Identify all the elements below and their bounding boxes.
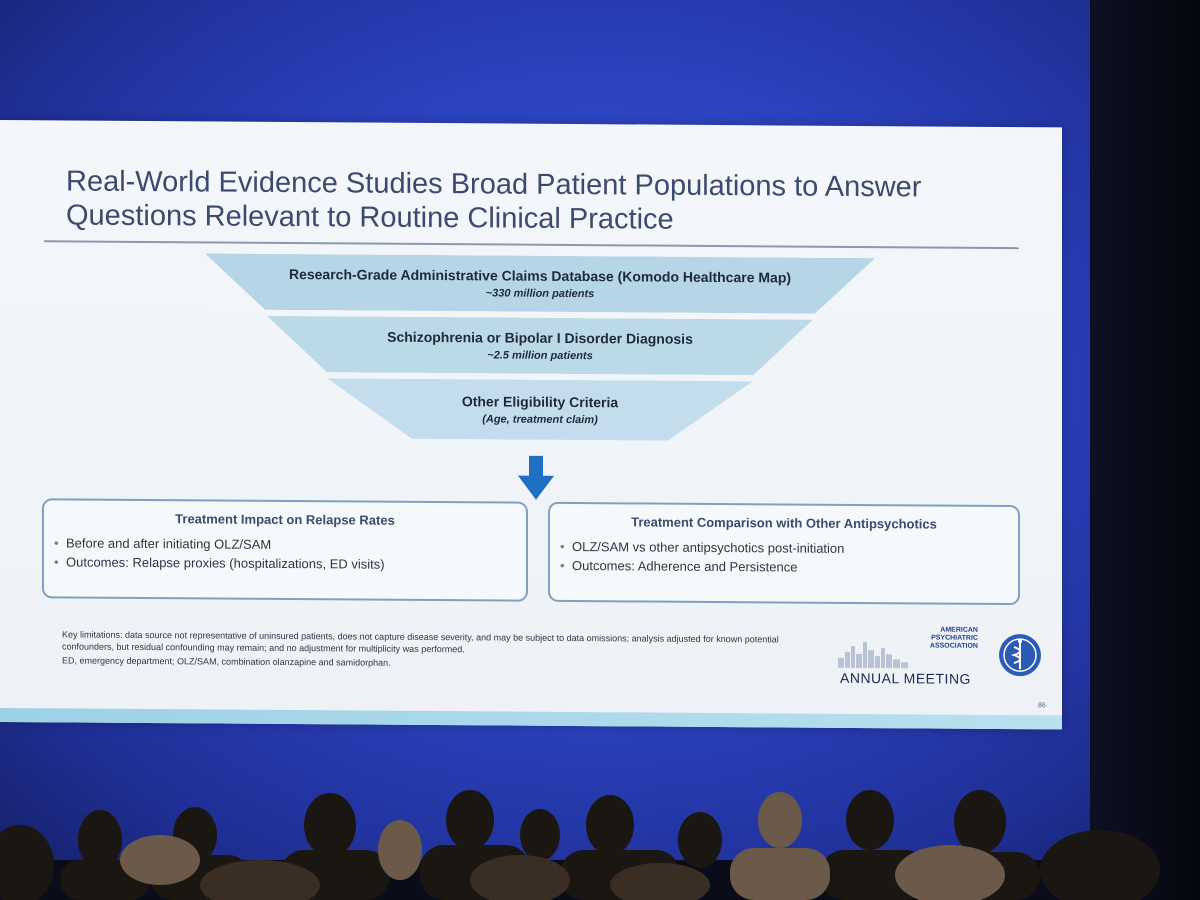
audience-silhouettes: [0, 790, 1160, 900]
funnel-tier-database: Research-Grade Administrative Claims Dat…: [205, 253, 875, 314]
page-number: 86: [1038, 702, 1046, 710]
funnel-tier-count: ~330 million patients: [485, 287, 595, 301]
city-skyline-icon: [838, 642, 908, 669]
annual-meeting-text: ANNUAL MEETING: [840, 669, 971, 687]
down-arrow-icon: [518, 455, 554, 500]
funnel-tier-count: ~2.5 million patients: [487, 349, 593, 363]
slide-footnote: Key limitations: data source not represe…: [62, 628, 792, 673]
presentation-slide: Real-World Evidence Studies Broad Patien…: [0, 120, 1062, 730]
funnel-tier-label: Schizophrenia or Bipolar I Disorder Diag…: [387, 328, 693, 347]
stage-dark-area: [1090, 0, 1200, 900]
patient-funnel: Research-Grade Administrative Claims Dat…: [205, 253, 875, 448]
relapse-rates-box: Treatment Impact on Relapse Rates •Befor…: [42, 498, 528, 602]
list-item: •Outcomes: Adherence and Persistence: [560, 557, 798, 575]
box-heading: Treatment Impact on Relapse Rates: [175, 511, 395, 528]
slide-title: Real-World Evidence Studies Broad Patien…: [66, 165, 922, 236]
funnel-tier-label: Other Eligibility Criteria: [461, 393, 619, 411]
box-bullet-list: •Before and after initiating OLZ/SAM •Ou…: [44, 533, 526, 574]
antipsychotics-comparison-box: Treatment Comparison with Other Antipsyc…: [548, 501, 1020, 606]
abbreviations: ED, emergency department; OLZ/SAM, combi…: [62, 655, 391, 668]
apa-org-name: AMERICAN PSYCHIATRIC ASSOCIATION: [929, 626, 978, 650]
funnel-tier-diagnosis: Schizophrenia or Bipolar I Disorder Diag…: [267, 316, 813, 376]
apa-emblem-icon: [999, 634, 1041, 677]
key-limitations: Key limitations: data source not represe…: [62, 629, 779, 655]
funnel-tier-label: Research-Grade Administrative Claims Dat…: [288, 266, 792, 286]
list-item: •Outcomes: Relapse proxies (hospitalizat…: [54, 554, 385, 572]
funnel-tier-eligibility: Other Eligibility Criteria (Age, treatme…: [327, 378, 753, 441]
box-bullet-list: •OLZ/SAM vs other antipsychotics post-in…: [550, 537, 1018, 578]
box-heading: Treatment Comparison with Other Antipsyc…: [631, 514, 937, 532]
title-divider: [44, 240, 1019, 250]
funnel-tier-criteria: (Age, treatment claim): [482, 413, 598, 427]
apa-annual-meeting-logo: AMERICAN PSYCHIATRIC ASSOCIATION ANNUAL …: [838, 626, 1048, 707]
